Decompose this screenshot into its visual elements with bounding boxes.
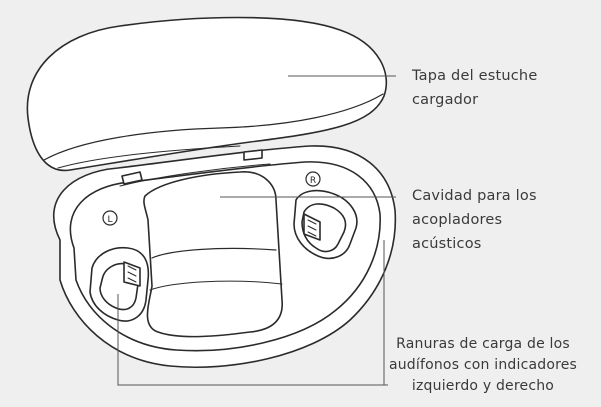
callout-lid-line-2: cargador — [412, 92, 479, 108]
callout-cavity-line-2: acopladores — [412, 212, 503, 228]
cavity-acoustic-couplers — [143, 171, 283, 338]
callout-cavity-line-1: Cavidad para los — [412, 188, 537, 204]
leader-lines — [117, 75, 396, 386]
callout-slots-line-3: izquierdo y derecho — [411, 378, 555, 394]
callout-slots: Ranuras de carga de los audífonos con in… — [372, 334, 594, 397]
callout-cavity: Cavidad para los acopladores acústicos — [412, 184, 537, 256]
callout-lid: Tapa del estuche cargador — [412, 64, 537, 112]
right-marker-text: R — [310, 176, 316, 186]
callout-slots-line-1: Ranuras de carga de los — [396, 336, 570, 352]
case-lid — [26, 16, 388, 172]
callout-slots-line-2: audífonos con indicadores — [388, 357, 578, 373]
leader-slot-left — [117, 294, 388, 386]
right-charging-slot — [293, 189, 358, 260]
callout-lid-line-1: Tapa del estuche — [412, 68, 538, 84]
callout-cavity-line-3: acústicos — [412, 236, 482, 252]
right-marker: R — [305, 171, 321, 187]
left-marker: L — [102, 210, 118, 226]
left-charging-slot — [89, 246, 150, 322]
left-marker-text: L — [107, 215, 112, 225]
